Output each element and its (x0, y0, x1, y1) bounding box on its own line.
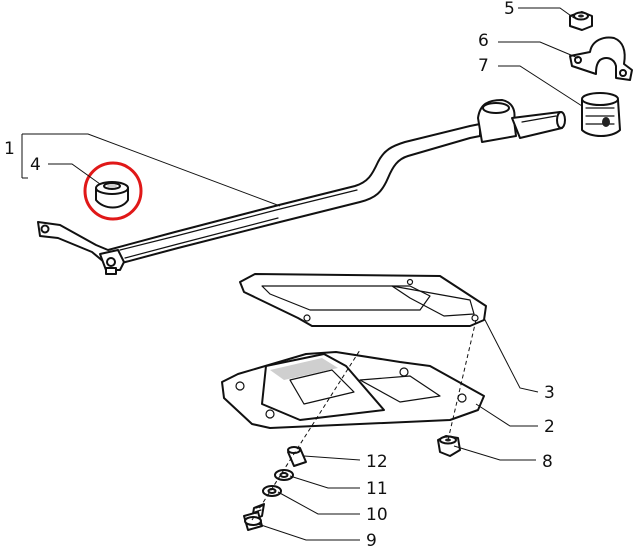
nut-part-8 (437, 435, 461, 457)
callout-labels: 1 4 5 6 7 3 2 8 12 11 10 9 (4, 0, 555, 547)
assembly-axis-bolt (251, 349, 361, 521)
spacer-part-12 (287, 446, 307, 467)
leader-lines (21, 7, 583, 541)
callout-4: 4 (30, 155, 41, 175)
grommet-part-4 (95, 181, 129, 209)
callout-7: 7 (478, 56, 489, 76)
callout-3: 3 (544, 383, 555, 403)
rubber-bush-part-7 (581, 92, 621, 137)
nut-part-5 (569, 11, 593, 31)
washer-part-11 (274, 469, 294, 481)
washer-part-10 (262, 485, 282, 497)
callout-10: 10 (366, 505, 388, 525)
highlight-ring (83, 161, 143, 221)
callout-2: 2 (544, 417, 555, 437)
clamp-bracket-part-6 (569, 36, 633, 81)
callout-8: 8 (542, 452, 553, 472)
callout-6: 6 (478, 31, 489, 51)
bolt-part-9 (243, 503, 265, 531)
gasket-part-3 (239, 273, 487, 327)
callout-1: 1 (4, 139, 15, 159)
callout-11: 11 (366, 479, 388, 499)
cover-plate-part-2 (221, 351, 485, 429)
callout-12: 12 (366, 452, 388, 472)
callout-9: 9 (366, 531, 377, 547)
gear-shift-rod (37, 99, 566, 275)
callout-5: 5 (504, 0, 515, 19)
